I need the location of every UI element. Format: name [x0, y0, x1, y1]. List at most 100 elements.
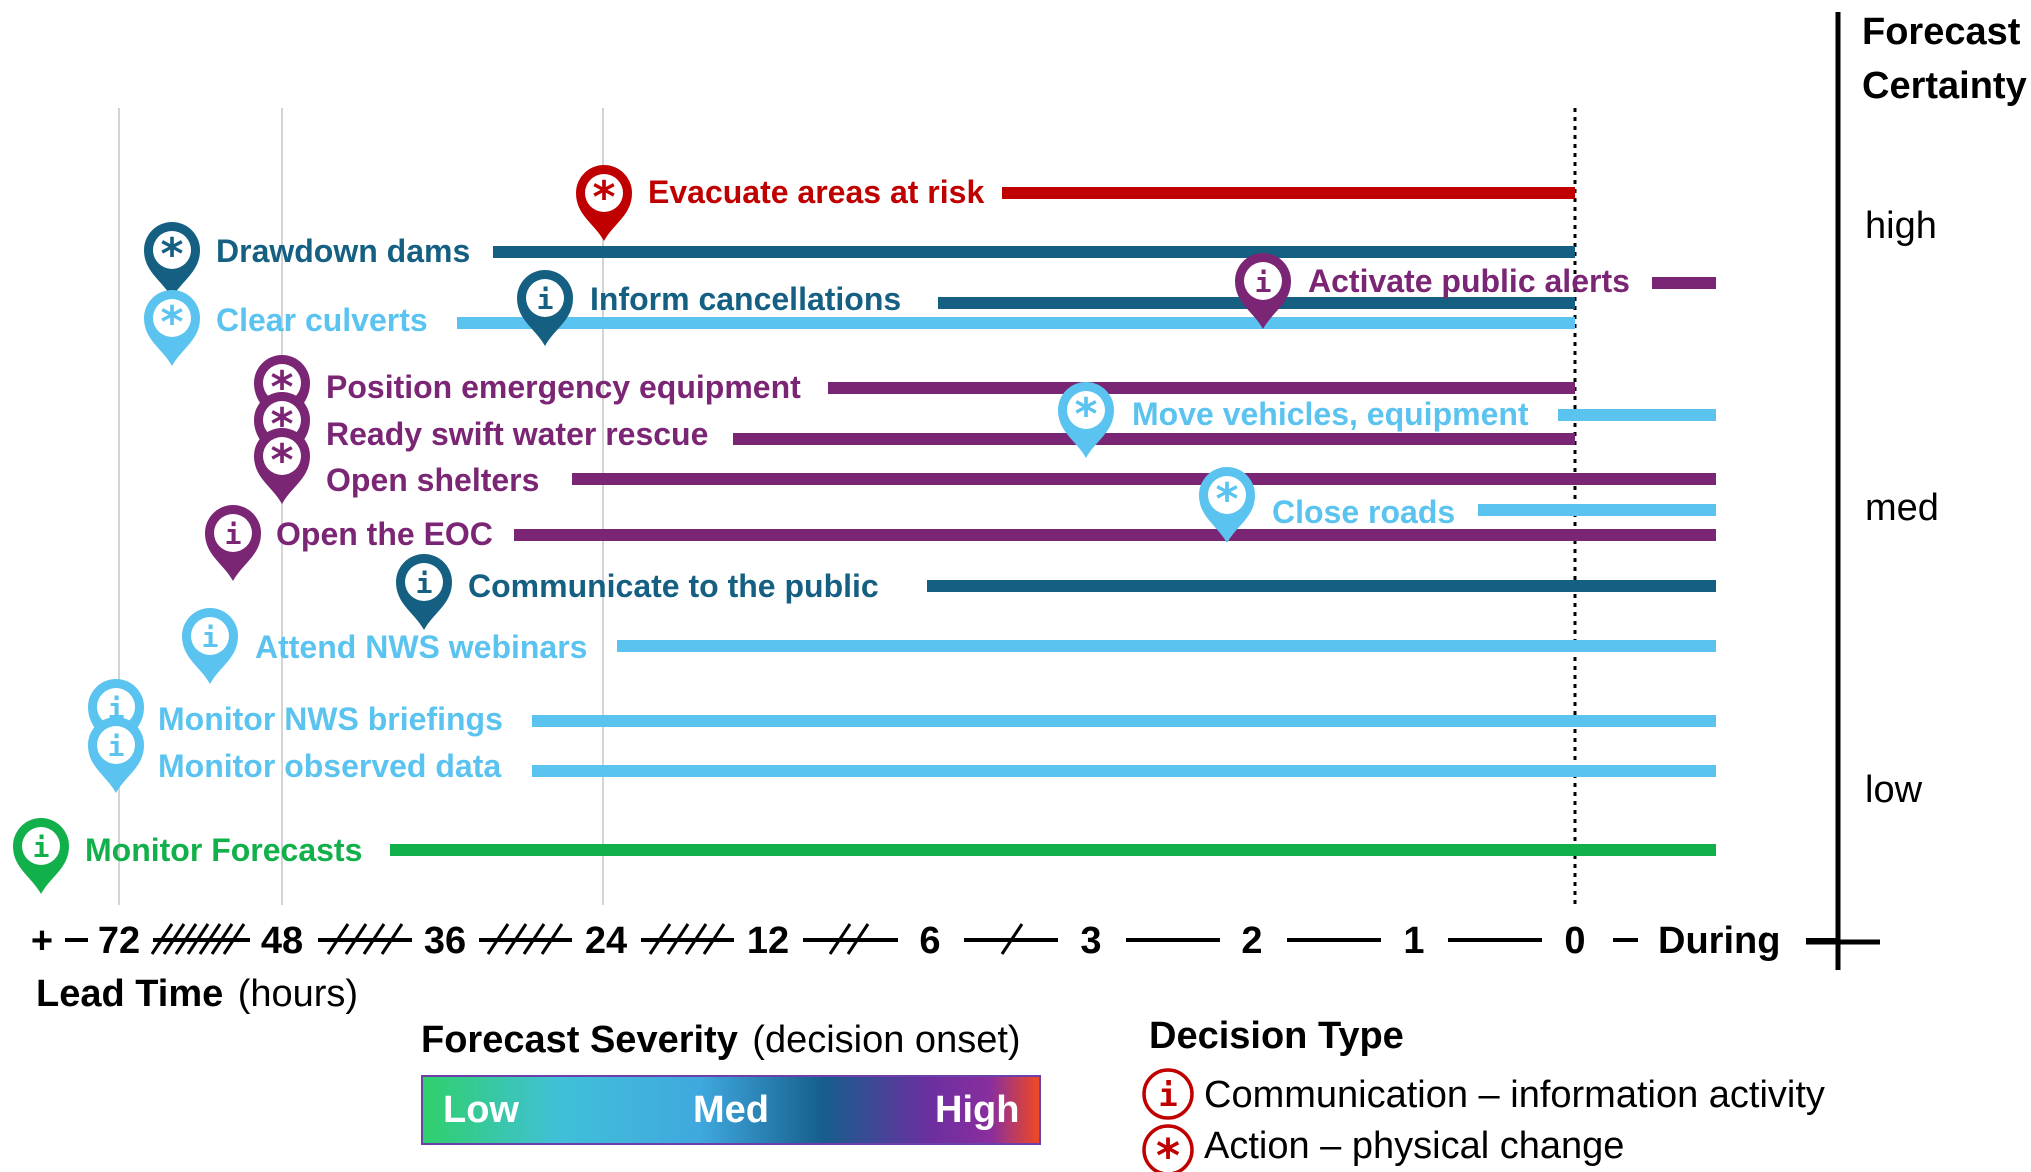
certainty-level-low: low: [1865, 769, 1923, 811]
info-icon: i: [108, 730, 125, 763]
label-attend-nws-webinars: Attend NWS webinars: [255, 629, 587, 665]
certainty-axis: Forecast Certainty high med low: [1806, 11, 2027, 970]
severity-legend-title: Forecast Severity (decision onset): [421, 1019, 1021, 1061]
tick-0: 0: [1564, 920, 1585, 962]
tick-during: During: [1658, 920, 1780, 962]
tick-12: 12: [747, 920, 789, 962]
bar-open-shelters: [572, 473, 1716, 485]
bar-monitor-nws-briefings: [532, 715, 1716, 727]
axis-break-36-24: [479, 923, 572, 955]
asterisk-icon: *: [1215, 474, 1238, 525]
tick-24: 24: [585, 920, 627, 962]
pin-close-roads: *: [1199, 467, 1255, 543]
asterisk-icon: *: [1074, 389, 1097, 440]
info-icon: i: [1255, 266, 1272, 299]
pin-open-the-eoc: i: [205, 505, 261, 581]
asterisk-icon: *: [592, 172, 615, 223]
info-icon: i: [416, 567, 433, 600]
label-activate-public-alerts: Activate public alerts: [1308, 263, 1630, 299]
label-monitor-nws-briefings: Monitor NWS briefings: [158, 701, 503, 737]
certainty-level-med: med: [1865, 487, 1939, 529]
axis-break-12-6: [803, 923, 898, 955]
pin-monitor-observed-data: i: [88, 717, 144, 793]
label-clear-culverts: Clear culverts: [216, 302, 428, 338]
pin-inform-cancellations: i: [517, 270, 573, 346]
bar-evacuate-areas-at-risk: [1002, 187, 1575, 199]
pin-move-vehicles-equipment: *: [1058, 382, 1114, 458]
severity-subtitle: (decision onset): [752, 1019, 1020, 1061]
bar-clear-culverts: [457, 317, 1575, 329]
decision-type-legend: Decision Type i Communication – informat…: [1142, 1015, 1825, 1172]
info-icon: i: [202, 621, 219, 654]
action-legend-icon: *: [1142, 1124, 1194, 1172]
certainty-title-line2: Certainty: [1862, 65, 2027, 107]
tick-1: 1: [1403, 920, 1424, 962]
label-inform-cancellations: Inform cancellations: [590, 281, 901, 317]
lead-time-axis: + 72 48 36 24 12: [31, 920, 1838, 1015]
asterisk-icon: *: [160, 297, 183, 348]
bar-monitor-observed-data: [532, 765, 1716, 777]
pin-clear-culverts: *: [144, 290, 200, 366]
action-legend-label: Action – physical change: [1204, 1125, 1624, 1167]
bar-position-emergency-equipment: [828, 382, 1575, 394]
pin-drawdown-dams: *: [144, 222, 200, 298]
pin-attend-nws-webinars: i: [181, 607, 238, 684]
severity-low: Low: [443, 1089, 519, 1131]
severity-title: Forecast Severity: [421, 1019, 738, 1061]
label-monitor-observed-data: Monitor observed data: [158, 748, 501, 784]
label-communicate-to-the-public: Communicate to the public: [468, 568, 879, 604]
decision-type-title: Decision Type: [1149, 1015, 1404, 1057]
info-icon: i: [108, 692, 125, 725]
axis-break-48-36: [318, 923, 412, 955]
bar-drawdown-dams: [493, 246, 1575, 258]
severity-med: Med: [693, 1089, 769, 1131]
pin-communicate-to-the-public: i: [396, 554, 452, 630]
bar-attend-nws-webinars: [617, 640, 1716, 652]
bar-move-vehicles-equipment: [1558, 409, 1716, 421]
asterisk-icon: *: [160, 229, 183, 280]
severity-legend: Forecast Severity (decision onset) Low M…: [421, 1019, 1041, 1145]
axis-break-72-48: [150, 923, 250, 955]
tick-48: 48: [261, 920, 303, 962]
label-open-the-eoc: Open the EOC: [276, 516, 493, 552]
tick-6: 6: [919, 920, 940, 962]
bar-close-roads: [1478, 504, 1716, 516]
axis-title-main: Lead Time: [36, 973, 223, 1015]
communication-legend-icon: i: [1142, 1068, 1194, 1120]
axis-break-6-3: [964, 923, 1058, 955]
certainty-level-high: high: [1865, 205, 1937, 247]
label-monitor-forecasts: Monitor Forecasts: [85, 832, 362, 868]
decision-bars: [390, 187, 1716, 856]
bar-ready-swift-water-rescue: [733, 433, 1575, 445]
label-ready-swift-water-rescue: Ready swift water rescue: [326, 416, 708, 452]
info-icon: i: [225, 518, 242, 551]
axis-title-unit: (hours): [238, 973, 358, 1015]
pin-activate-public-alerts: i: [1235, 253, 1291, 329]
bar-monitor-forecasts: [390, 844, 1716, 856]
label-move-vehicles-equipment: Move vehicles, equipment: [1132, 396, 1529, 432]
label-close-roads: Close roads: [1272, 494, 1455, 530]
tick-3: 3: [1080, 920, 1101, 962]
pin-monitor-forecasts: i: [13, 818, 69, 894]
communication-legend-label: Communication – information activity: [1204, 1074, 1825, 1116]
decision-markers: * Evacuate areas at risk * Drawdown dams i Ac…: [13, 165, 1630, 894]
label-drawdown-dams: Drawdown dams: [216, 233, 470, 269]
bar-communicate-to-the-public: [927, 580, 1716, 592]
svg-text:*: *: [1156, 1129, 1180, 1172]
tick-36: 36: [424, 920, 466, 962]
pin-evacuate-areas-at-risk: *: [576, 165, 632, 241]
asterisk-icon: *: [270, 435, 293, 486]
bar-open-the-eoc: [514, 529, 1716, 541]
tick-72: 72: [98, 920, 140, 962]
info-icon: i: [537, 283, 554, 316]
bar-activate-public-alerts: [1652, 277, 1716, 289]
tick-plus: +: [31, 920, 53, 962]
label-open-shelters: Open shelters: [326, 462, 539, 498]
severity-gradient-bar: [421, 1075, 1041, 1145]
label-evacuate-areas-at-risk: Evacuate areas at risk: [648, 174, 984, 210]
axis-title: Lead Time (hours): [36, 973, 358, 1015]
axis-break-24-12: [641, 923, 734, 955]
severity-high: High: [935, 1089, 1019, 1131]
tick-2: 2: [1241, 920, 1262, 962]
